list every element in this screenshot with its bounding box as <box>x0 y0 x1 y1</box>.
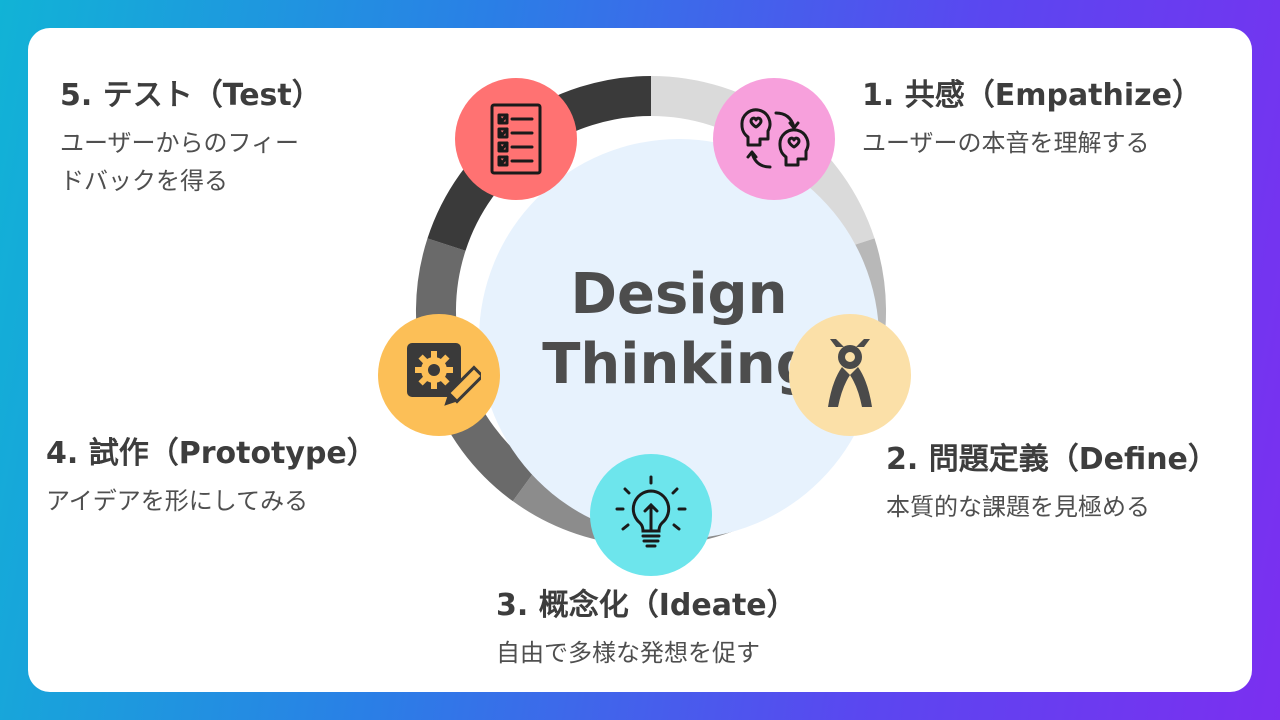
pliers-icon <box>828 339 872 407</box>
step-1-title: 1. 共感（Empathize） <box>862 78 1202 113</box>
center-title-line1: Design <box>570 262 788 327</box>
gear-pencil-icon <box>407 343 481 406</box>
step-5-desc: ユーザーからのフィー ドバックを得る <box>60 124 322 200</box>
node-ideate <box>590 454 712 576</box>
label-step-3: 3. 概念化（Ideate） 自由で多様な発想を促す <box>496 586 797 672</box>
center-title-line2: Thinking <box>542 332 816 397</box>
label-step-4: 4. 試作（Prototype） アイデアを形にしてみる <box>46 434 377 520</box>
node-test <box>455 78 577 200</box>
step-4-title: 4. 試作（Prototype） <box>46 436 377 471</box>
center-title: Design Thinking <box>479 260 879 400</box>
label-step-2: 2. 問題定義（Define） 本質的な課題を見極める <box>886 440 1218 526</box>
node-define <box>789 314 911 436</box>
step-5-title: 5. テスト（Test） <box>60 78 322 113</box>
diagram-card: Design Thinking <box>28 28 1252 692</box>
step-4-desc: アイデアを形にしてみる <box>46 487 309 515</box>
label-step-5: 5. テスト（Test） ユーザーからのフィー ドバックを得る <box>60 76 322 200</box>
node-empathize <box>713 78 835 200</box>
step-3-title: 3. 概念化（Ideate） <box>496 588 797 623</box>
step-5-desc-line1: ユーザーからのフィー <box>60 129 300 157</box>
node-prototype <box>378 314 500 436</box>
lightbulb-icon <box>615 475 687 548</box>
step-2-desc: 本質的な課題を見極める <box>886 493 1150 521</box>
checklist-icon <box>490 103 542 175</box>
step-5-desc-line2: ドバックを得る <box>60 167 228 195</box>
step-2-title: 2. 問題定義（Define） <box>886 442 1218 477</box>
step-3-desc: 自由で多様な発想を促す <box>496 639 760 667</box>
label-step-1: 1. 共感（Empathize） ユーザーの本音を理解する <box>862 76 1202 162</box>
step-1-desc: ユーザーの本音を理解する <box>862 129 1150 157</box>
empathy-heads-icon <box>740 108 810 169</box>
